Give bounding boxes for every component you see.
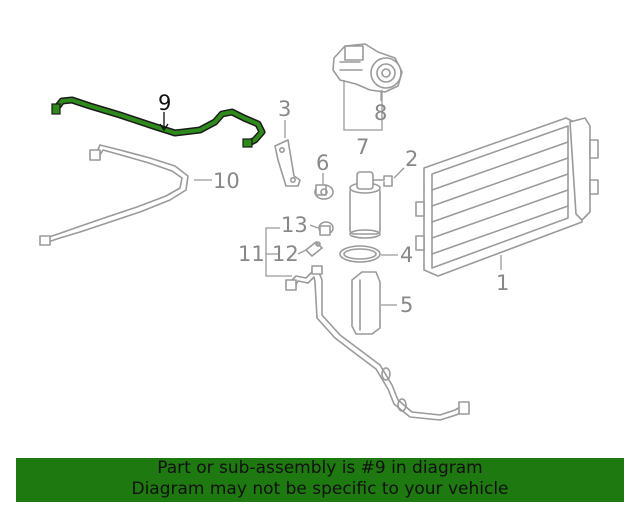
part-4-clamp[interactable] [339, 245, 381, 263]
callout-3[interactable]: 3 [278, 97, 291, 121]
callout-13[interactable]: 13 [281, 213, 308, 237]
part-6-fitting[interactable] [314, 184, 334, 200]
parts-diagram: 9 10 3 8 7 6 2 13 11 12 4 5 1 [39, 43, 599, 421]
part-2-drier[interactable] [349, 171, 393, 239]
callout-4[interactable]: 4 [400, 243, 413, 267]
callout-12[interactable]: 12 [272, 242, 299, 266]
leader-11 [265, 227, 292, 277]
part-13-cap[interactable] [318, 221, 334, 236]
part-3-bracket[interactable] [274, 139, 301, 187]
part-12-valve[interactable] [305, 241, 323, 257]
part-5-shield[interactable] [351, 271, 381, 335]
callout-9[interactable]: 9 [158, 91, 171, 115]
callout-10[interactable]: 10 [213, 169, 240, 193]
callout-8[interactable]: 8 [374, 101, 387, 125]
part-info-banner: Part or sub-assembly is #9 in diagram Di… [16, 458, 624, 502]
callout-1[interactable]: 1 [496, 271, 509, 295]
part-9-hose[interactable] [51, 96, 266, 148]
callout-2[interactable]: 2 [405, 147, 418, 171]
callout-5[interactable]: 5 [400, 293, 413, 317]
leader-9-arrow [159, 123, 169, 132]
callout-6[interactable]: 6 [316, 151, 329, 175]
callout-11[interactable]: 11 [238, 242, 265, 266]
part-1-condenser[interactable] [415, 117, 599, 277]
leader-7 [343, 80, 383, 131]
part-10-hose[interactable] [39, 144, 189, 246]
leader-13 [309, 224, 319, 229]
leader-12 [297, 249, 307, 255]
leader-2 [393, 167, 405, 179]
part-11-line[interactable] [285, 265, 470, 421]
banner-line-2: Diagram may not be specific to your vehi… [131, 479, 509, 499]
part-8-compressor[interactable] [332, 43, 403, 93]
callout-7[interactable]: 7 [356, 135, 369, 159]
banner-line-1: Part or sub-assembly is #9 in diagram [157, 458, 483, 478]
